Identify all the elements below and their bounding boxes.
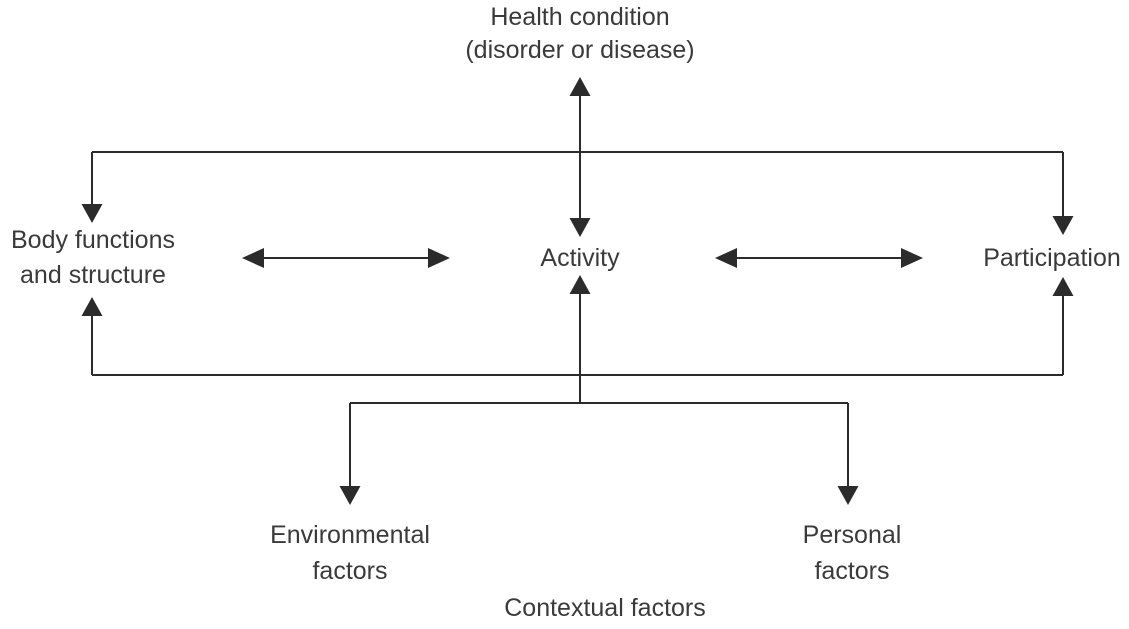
personal-factors-line2: factors: [814, 557, 890, 585]
body-functions-line1: Body functions: [11, 226, 175, 254]
body-functions-line2: and structure: [20, 261, 166, 289]
health-activity-arrow: [569, 77, 591, 237]
arrowhead-up-to-activity: [569, 275, 591, 294]
arrowhead-down-to-body-functions: [81, 204, 103, 223]
environmental-factors-line2: factors: [312, 557, 388, 585]
top-rail: [81, 151, 1074, 235]
arrowhead-left-to-activity: [715, 248, 737, 268]
activity-label: Activity: [540, 244, 620, 272]
contextual-activity-arrow: [569, 275, 591, 403]
arrowhead-up-to-health-condition: [569, 77, 591, 96]
node-body-functions: Body functions and structure: [0, 223, 193, 293]
environmental-factors-line1: Environmental: [270, 521, 430, 549]
arrowhead-up-to-participation: [1052, 277, 1074, 296]
arrowhead-right-to-participation: [901, 248, 923, 268]
arrowhead-left-to-body-functions: [242, 248, 264, 268]
node-environmental-factors: Environmental factors: [250, 517, 450, 589]
health-condition-line2: (disorder or disease): [465, 36, 695, 64]
arrowhead-down-to-activity: [569, 218, 591, 237]
node-health-condition: Health condition (disorder or disease): [380, 1, 780, 67]
health-condition-line1: Health condition: [490, 3, 670, 31]
node-contextual-factors: Contextual factors: [455, 592, 755, 625]
personal-factors-line1: Personal: [802, 521, 902, 549]
arrowhead-down-to-participation: [1052, 216, 1074, 235]
contextual-factors-label: Contextual factors: [504, 594, 706, 622]
node-participation: Participation: [952, 242, 1129, 275]
arrowhead-right-to-activity: [428, 248, 450, 268]
node-personal-factors: Personal factors: [752, 517, 952, 589]
participation-label: Participation: [983, 244, 1121, 272]
arrowhead-down-to-environmental-factors: [339, 486, 361, 505]
arrowhead-down-to-personal-factors: [837, 486, 859, 505]
bottom-rail: [81, 277, 1074, 376]
body-activity-arrow: [242, 248, 450, 268]
contextual-rail: [339, 402, 859, 505]
node-activity: Activity: [480, 242, 680, 275]
arrowhead-up-to-body-functions: [81, 297, 103, 316]
activity-participation-arrow: [715, 248, 923, 268]
